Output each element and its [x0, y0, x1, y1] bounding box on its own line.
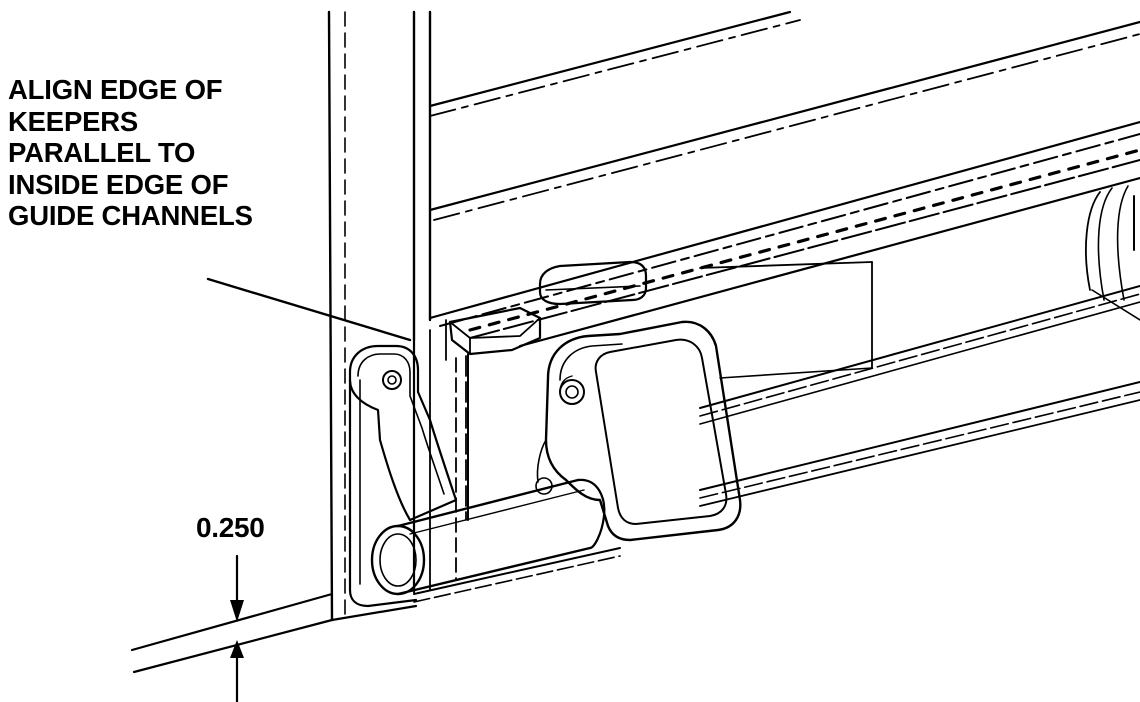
callout-line: ALIGN EDGE OF [8, 74, 223, 105]
down-arrowhead [230, 600, 244, 622]
right-hinge-bracket [535, 320, 742, 542]
callout-leader-line [206, 277, 412, 342]
callout-line: KEEPERS [8, 105, 139, 137]
bottom-bar [413, 185, 1140, 603]
dimension-lines [130, 554, 334, 702]
callout-note: ALIGN EDGE OF KEEPERS PARALLEL TO INSIDE… [8, 74, 348, 232]
up-arrowhead [230, 640, 244, 658]
keeper-tabs [448, 260, 648, 356]
dimension-arrowheads [230, 600, 244, 658]
left-keeper-bracket [348, 319, 469, 608]
callout-line: PARALLEL TO [8, 137, 196, 168]
callout-line: GUIDE CHANNELS [8, 200, 253, 231]
dimension-value: 0.250 [196, 512, 265, 543]
callout-line: INSIDE EDGE OF [8, 168, 229, 200]
door-panel-lines [428, 10, 1140, 348]
